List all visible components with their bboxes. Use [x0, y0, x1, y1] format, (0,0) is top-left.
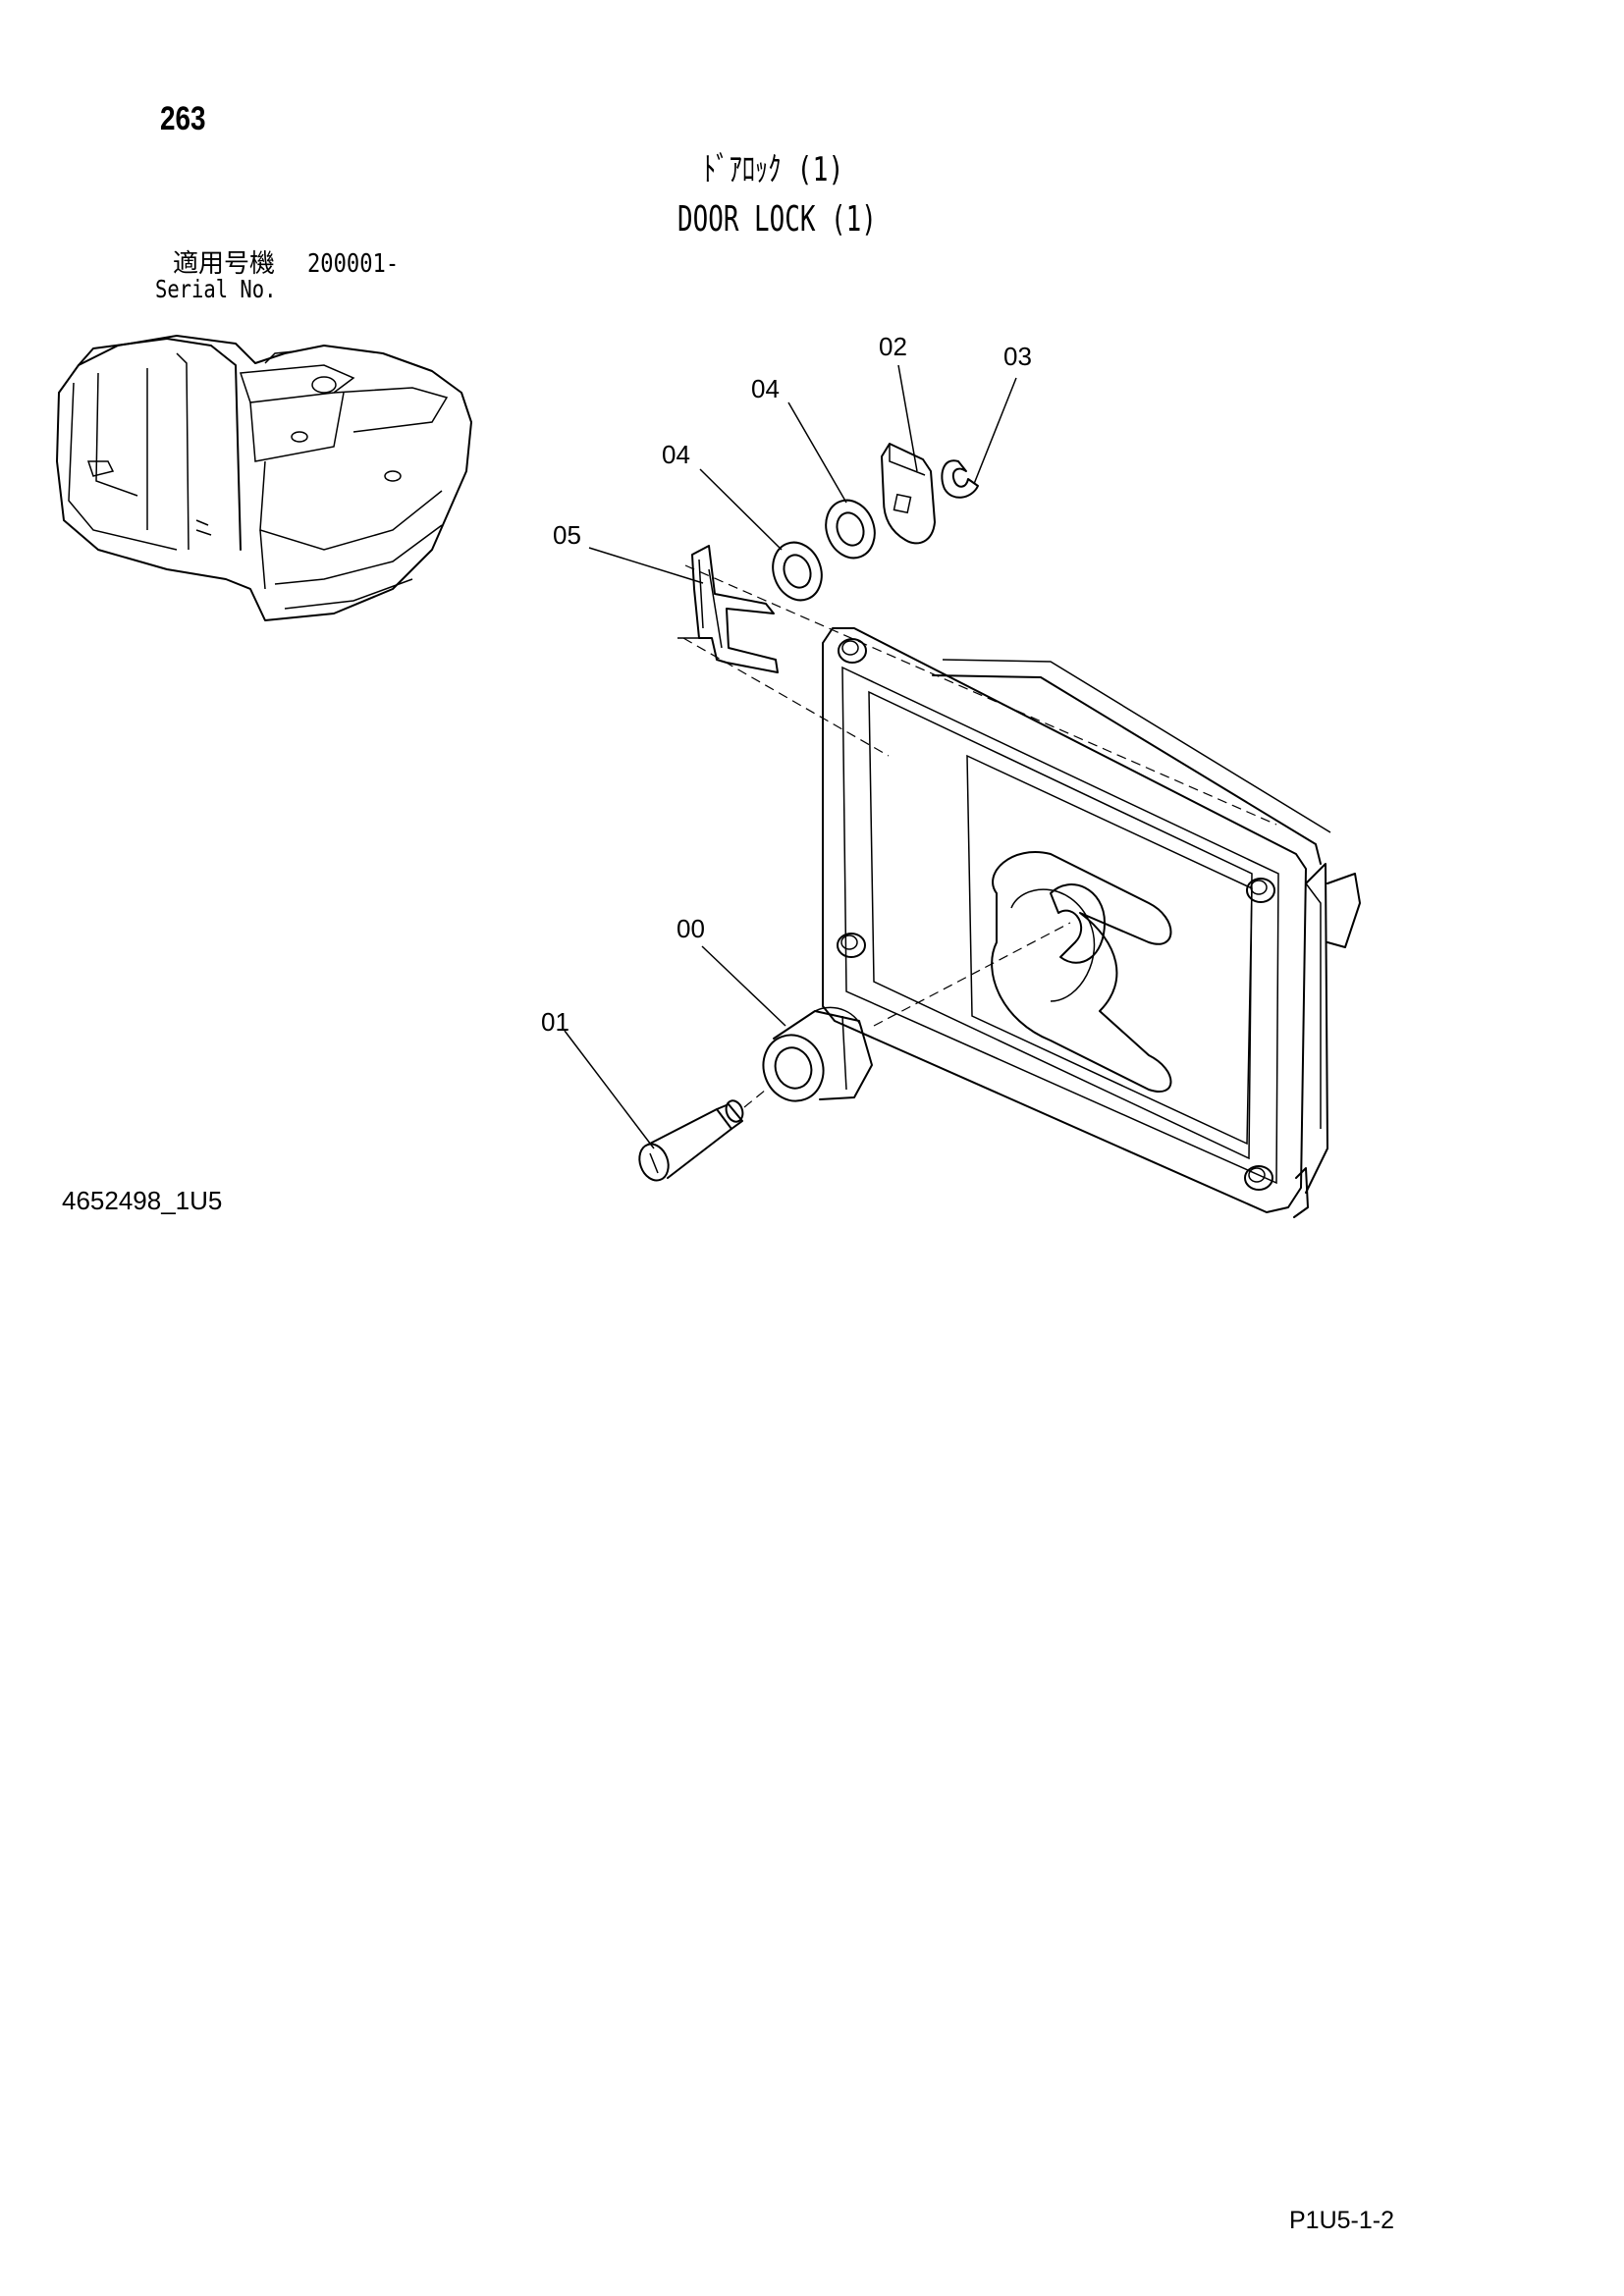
- callout-02: 02: [879, 332, 907, 361]
- callout-00: 00: [677, 914, 705, 943]
- page-title: DOOR LOCK (1): [677, 199, 877, 240]
- callout-03: 03: [1003, 342, 1032, 371]
- part-04-washer-b: [825, 499, 876, 560]
- callout-04-lower: 04: [662, 440, 690, 469]
- part-00-bushing: [762, 1006, 873, 1102]
- part-04-washer-a: [772, 541, 823, 602]
- page-number: 263: [160, 100, 206, 137]
- page-code: P1U5-1-2: [1289, 2207, 1394, 2234]
- callout-05: 05: [553, 520, 581, 550]
- figure-id: 4652498_1U5: [62, 1186, 223, 1215]
- callout-01: 01: [541, 1007, 569, 1037]
- part-01-cylinder: [638, 1099, 744, 1182]
- door-lock-housing: [822, 627, 1361, 1218]
- part-03-ering: [941, 459, 979, 499]
- serial-number-range: 200001-: [307, 249, 400, 279]
- callout-04-upper: 04: [751, 374, 780, 403]
- part-05-clip: [677, 545, 779, 673]
- serial-label-japanese: 適用号機: [173, 249, 276, 279]
- excavator-location-icon: [56, 335, 472, 621]
- title-japanese: ﾄﾞｱﾛｯｸ (1): [703, 150, 844, 189]
- part-02-cam: [881, 443, 936, 545]
- serial-label: Serial No.: [155, 275, 277, 303]
